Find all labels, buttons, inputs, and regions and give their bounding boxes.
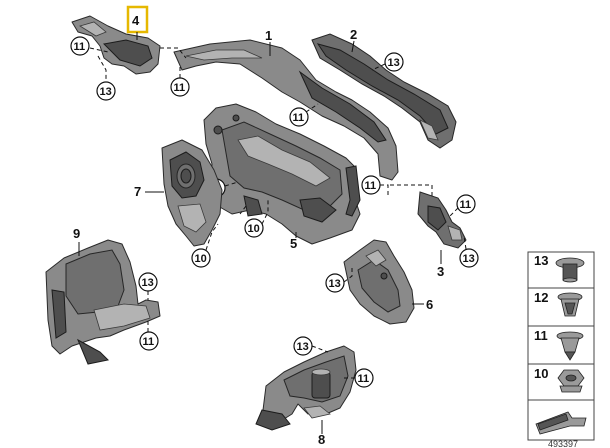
part-8-label: 8 [318,432,325,447]
fastener-legend: 13 12 11 10 [527,251,595,441]
callout-13[interactable]: 13 [325,273,345,293]
part-9-shape[interactable] [45,239,161,365]
legend-13-number: 13 [534,253,548,268]
part-7-label: 7 [134,184,141,199]
callout-10[interactable]: 10 [191,248,211,268]
legend-11-number: 11 [534,328,548,343]
callout-10[interactable]: 10 [244,218,264,238]
svg-text:11: 11 [74,41,86,53]
legend-12-number: 12 [534,290,548,305]
diagram-id: 493397 [548,439,578,448]
svg-text:10: 10 [248,223,260,235]
callout-13[interactable]: 13 [384,52,404,72]
callout-11[interactable]: 11 [289,107,309,127]
callout-11[interactable]: 11 [139,331,159,351]
part-2-shape[interactable] [311,33,457,149]
callout-11[interactable]: 11 [456,194,476,214]
part-1-label: 1 [265,28,272,43]
callout-13[interactable]: 13 [459,248,479,268]
part-3-shape[interactable] [417,191,467,249]
svg-text:13: 13 [142,277,154,289]
callout-11[interactable]: 11 [354,368,374,388]
hex-nut-icon [557,369,585,393]
callout-11[interactable]: 11 [70,36,90,56]
part-5-shape[interactable] [203,103,361,245]
part-9-label: 9 [73,226,80,241]
part-8-shape[interactable] [255,345,357,431]
part-6-shape[interactable] [343,239,415,325]
svg-text:13: 13 [329,278,341,290]
callout-13[interactable]: 13 [138,272,158,292]
svg-text:11: 11 [293,112,305,124]
callout-11[interactable]: 11 [361,175,381,195]
callout-13[interactable]: 13 [293,336,313,356]
push-clip-icon [557,292,583,317]
part-4-shape[interactable] [71,15,161,75]
part-4-label: 4 [132,13,140,28]
svg-text:11: 11 [174,82,186,94]
expanding-nut-icon [556,331,584,361]
svg-text:11: 11 [365,180,377,192]
navigation-arrow-icon[interactable] [535,411,587,435]
callout-13[interactable]: 13 [96,81,116,101]
part-1-shape[interactable] [173,39,399,181]
part-2-label: 2 [350,27,357,42]
svg-text:11: 11 [460,199,472,211]
svg-text:13: 13 [463,253,475,265]
svg-text:13: 13 [297,341,309,353]
part-6-label: 6 [426,297,433,312]
part-7-shape[interactable] [161,139,223,247]
expanding-rivet-icon [555,257,585,283]
svg-text:10: 10 [195,253,207,265]
svg-text:13: 13 [100,86,112,98]
svg-text:11: 11 [358,373,370,385]
part-3-label: 3 [437,264,444,279]
callout-11[interactable]: 11 [170,77,190,97]
svg-text:13: 13 [388,57,400,69]
legend-10-number: 10 [534,366,548,381]
svg-text:11: 11 [143,336,155,348]
part-5-label: 5 [290,236,297,251]
